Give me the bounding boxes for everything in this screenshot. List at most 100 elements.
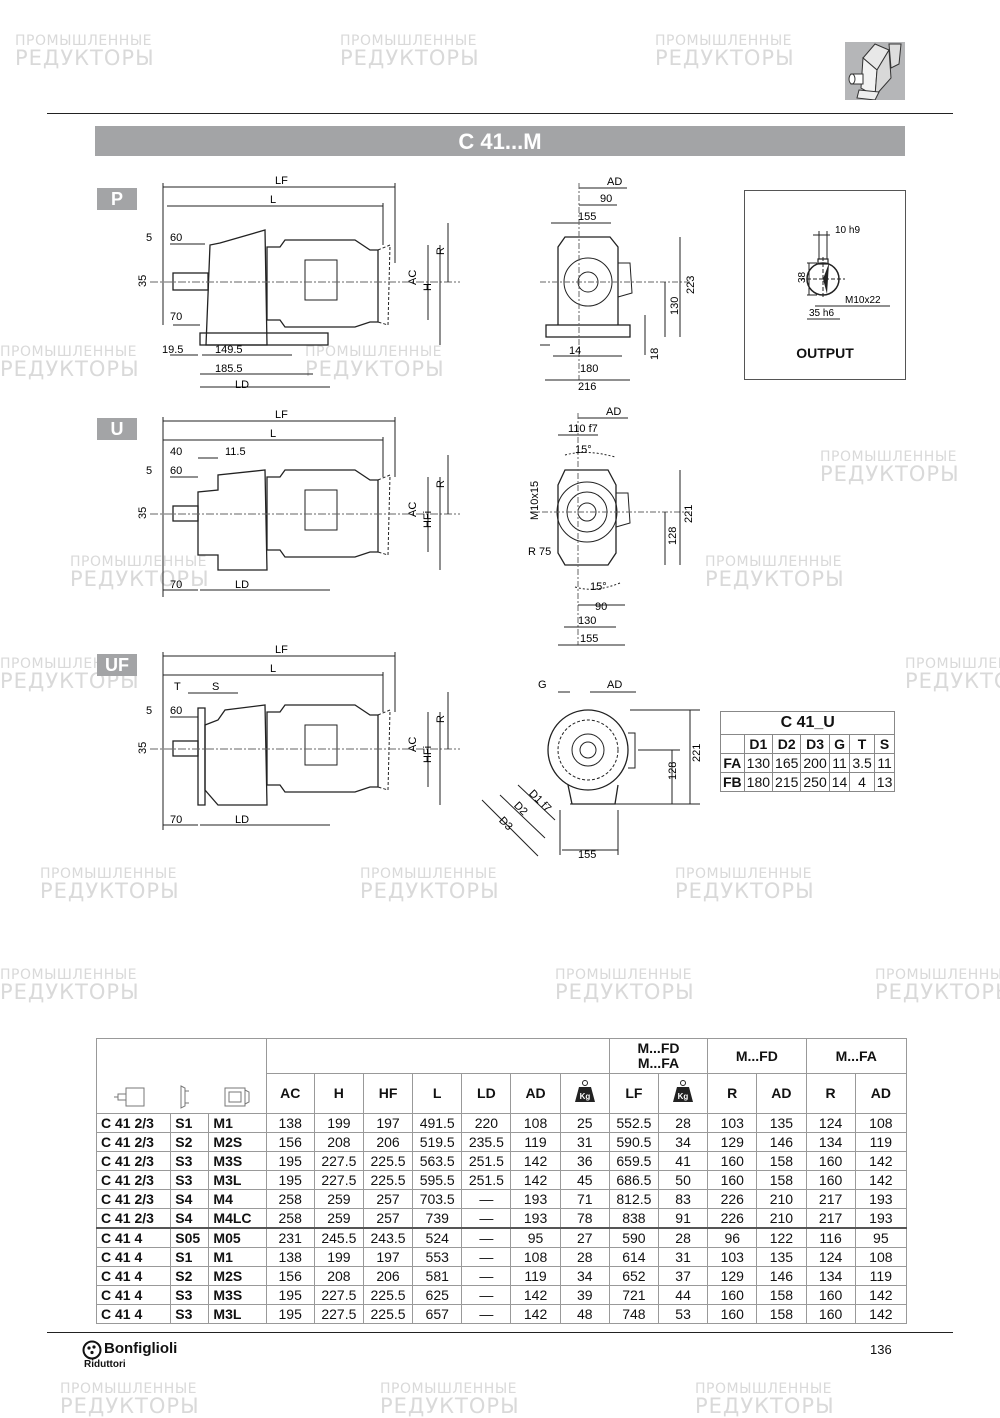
svg-text:223: 223 <box>685 276 697 294</box>
table-cell: 158 <box>756 1170 807 1190</box>
table-cell: 245.5 <box>313 1227 364 1248</box>
adapter-code: S1 <box>170 1113 210 1133</box>
u-front-view-drawing: AD 110 f7 15° M10x15 R 75 221 128 15° 90… <box>528 406 695 646</box>
table-cell: 53 <box>657 1304 709 1324</box>
gearbox-code: C 41 2/3 <box>95 1151 172 1171</box>
svg-text:128: 128 <box>667 527 679 545</box>
table-cell: 210 <box>756 1189 807 1209</box>
bonfiglioli-logo-icon <box>82 1340 102 1360</box>
table-cell: 590.5 <box>608 1132 659 1152</box>
svg-text:60: 60 <box>170 465 182 477</box>
svg-text:60: 60 <box>170 232 182 244</box>
table-cell: 129 <box>707 1132 758 1152</box>
table-cell: 748 <box>608 1304 659 1324</box>
table-cell: 686.5 <box>608 1170 659 1190</box>
flange-dimension-table: C 41_U D1 D2 D3 G T S FA 130 165 200 11 … <box>719 711 896 792</box>
svg-text:H: H <box>422 283 434 291</box>
motor-code: M3L <box>208 1170 267 1190</box>
table-cell: 206 <box>362 1132 414 1152</box>
adapter-code: S1 <box>170 1247 210 1267</box>
motor-code: M3L <box>208 1304 267 1324</box>
view-tag-p: P <box>97 188 137 210</box>
view-tag-uf: UF <box>97 654 137 676</box>
table-cell: 206 <box>362 1266 414 1286</box>
column-header: L <box>412 1072 463 1115</box>
adapter-code: S3 <box>170 1304 210 1324</box>
table-cell: 227.5 <box>313 1304 364 1324</box>
uf-side-view-drawing: LF L T S 5 60 35 70 LD AC HFi R <box>137 644 460 830</box>
table-cell: 138 <box>265 1247 315 1267</box>
table-cell: 703.5 <box>412 1189 463 1209</box>
svg-text:128: 128 <box>667 762 679 780</box>
adapter-code: S4 <box>170 1208 210 1229</box>
table-cell: 595.5 <box>412 1170 463 1190</box>
table-cell: 581 <box>412 1266 463 1286</box>
svg-text:R: R <box>435 247 447 255</box>
motor-code: M4LC <box>208 1208 267 1229</box>
table-cell: 812.5 <box>608 1189 659 1209</box>
svg-text:L: L <box>270 663 276 675</box>
table-cell: 160 <box>805 1170 856 1190</box>
table-cell: 134 <box>805 1266 856 1286</box>
svg-text:HFi: HFi <box>422 746 434 763</box>
gearbox-code: C 41 2/3 <box>95 1170 172 1190</box>
table-cell: 103 <box>707 1247 758 1267</box>
table-cell: 34 <box>559 1266 610 1286</box>
flange-table-title: C 41_U <box>719 711 896 735</box>
svg-text:155: 155 <box>578 211 596 223</box>
table-cell: 225.5 <box>362 1151 414 1171</box>
svg-text:LF: LF <box>275 644 288 656</box>
svg-text:AD: AD <box>607 679 622 691</box>
table-cell: 231 <box>265 1227 315 1248</box>
table-cell: 28 <box>657 1113 709 1133</box>
table-cell: 625 <box>412 1285 463 1305</box>
table-cell: 193 <box>854 1189 908 1209</box>
svg-text:LD: LD <box>235 814 249 826</box>
table-cell: 226 <box>707 1189 758 1209</box>
svg-text:LF: LF <box>275 175 288 187</box>
column-header: AD <box>756 1072 807 1115</box>
column-header: D1 <box>743 734 774 754</box>
adapter-code: S3 <box>170 1285 210 1305</box>
table-cell: 195 <box>265 1151 315 1171</box>
table-cell: 44 <box>657 1285 709 1305</box>
table-cell: 142 <box>854 1170 908 1190</box>
svg-text:60: 60 <box>170 705 182 717</box>
column-header: S <box>873 734 896 754</box>
table-cell: 158 <box>756 1304 807 1324</box>
svg-text:40: 40 <box>170 446 182 458</box>
table-cell: 657 <box>412 1304 463 1324</box>
column-header: G <box>828 734 851 754</box>
table-cell: 103 <box>707 1113 758 1133</box>
table-cell: 217 <box>805 1208 856 1229</box>
table-cell: 590 <box>608 1227 659 1248</box>
motor-code: M05 <box>208 1227 267 1248</box>
gearbox-code: C 41 4 <box>95 1247 172 1267</box>
table-cell: 119 <box>854 1132 908 1152</box>
gearbox-code: C 41 2/3 <box>95 1132 172 1152</box>
page-title-bar: C 41...M <box>95 126 905 156</box>
gearbox-code: C 41 4 <box>95 1266 172 1286</box>
table-cell: 739 <box>412 1208 463 1229</box>
svg-text:70: 70 <box>170 579 182 591</box>
table-cell: 552.5 <box>608 1113 659 1133</box>
svg-text:70: 70 <box>170 814 182 826</box>
svg-text:AC: AC <box>407 737 419 752</box>
table-cell: 659.5 <box>608 1151 659 1171</box>
output-shaft-detail: 10 h9 38 M10x22 35 h6 OUTPUT <box>744 190 906 380</box>
table-cell: 193 <box>854 1208 908 1229</box>
table-cell: 108 <box>510 1113 561 1133</box>
svg-text:D2: D2 <box>511 800 529 818</box>
table-cell: 50 <box>657 1170 709 1190</box>
table-cell: 227.5 <box>313 1151 364 1171</box>
